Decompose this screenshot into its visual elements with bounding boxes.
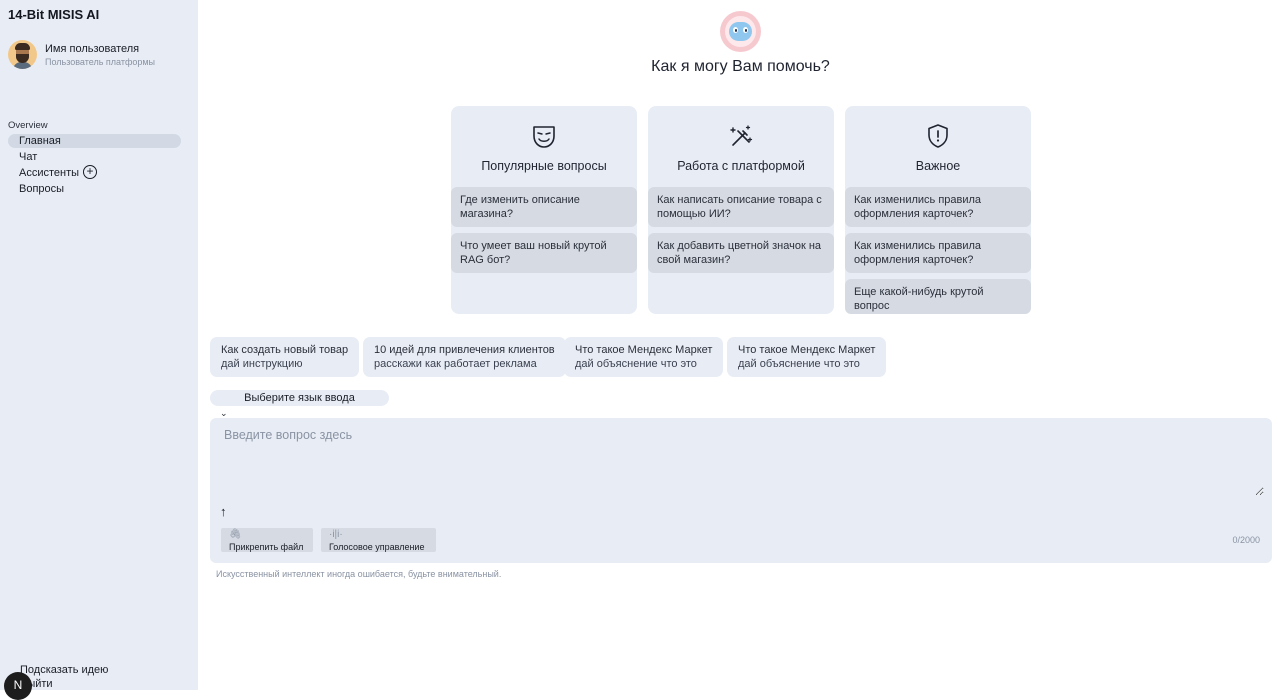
robot-avatar-icon [720,11,761,52]
card-title: Важное [915,159,961,173]
suggestion-title: Что такое Мендекс Маркет [575,344,713,356]
attach-file-label: Прикрепить файл [229,542,304,552]
sidebar-item-questions[interactable]: Вопросы [8,182,181,196]
card-title: Работа с платформой [677,159,805,173]
sidebar-item-label: Ассистенты [19,167,80,179]
paperclip-icon: 🖇 [229,529,242,540]
sidebar-item-label: Вопросы [19,183,65,195]
suggestion-chip[interactable]: Как создать новый товар дай инструкцию [210,337,360,377]
suggestion-chip[interactable]: Что такое Мендекс Маркет дай объяснение … [727,337,887,377]
disclaimer-text: Искусственный интеллект иногда ошибается… [216,569,502,579]
question-input[interactable] [216,422,1264,496]
composer: ↑ 🖇 Прикрепить файл ·і|і· Голосовое упра… [210,418,1272,563]
user-name: Имя пользователя [45,42,140,55]
suggest-idea-link[interactable]: Подсказать идею [20,664,109,676]
card-popular-questions: Популярные вопросы Где изменить описание… [451,106,637,314]
voice-control-button[interactable]: ·і|і· Голосовое управление [321,528,436,552]
question-item[interactable]: Что умеет ваш новый крутой RAG бот? [451,233,637,273]
language-select[interactable]: Выберите язык ввода [210,390,389,406]
avatar [8,40,37,69]
brand-title: 14-Bit MISIS AI [8,7,100,22]
card-platform-work: Работа с платформой Как написать описани… [648,106,834,314]
user-profile[interactable]: Имя пользователя Пользователь платформы [8,40,155,69]
sidebar-item-assistants[interactable]: Ассистенты+ [8,165,181,180]
char-counter: 0/2000 [1232,535,1260,545]
n-badge-icon[interactable]: N [4,672,32,700]
question-item[interactable]: Как изменились правила оформления карточ… [845,187,1031,227]
chevron-down-icon[interactable]: ⌄ [220,408,228,418]
suggestion-subtitle: дай объяснение что это [575,358,697,370]
question-item[interactable]: Как написать описание товара с помощью И… [648,187,834,227]
shield-alert-icon [928,124,948,148]
attach-file-button[interactable]: 🖇 Прикрепить файл [221,528,313,552]
waveform-icon: ·і|і· [329,529,343,540]
sidebar-item-label: Главная [19,135,61,147]
suggestion-title: Что такое Мендекс Маркет [738,344,876,356]
suggestion-subtitle: дай инструкцию [221,358,303,370]
suggestion-chip[interactable]: 10 идей для привлечения клиентов расскаж… [363,337,566,377]
suggestion-subtitle: расскажи как работает реклама [374,358,537,370]
sidebar-item-label: Чат [19,151,38,163]
suggestion-chip[interactable]: Что такое Мендекс Маркет дай объяснение … [564,337,724,377]
suggestion-title: Как создать новый товар [221,344,349,356]
question-item[interactable]: Как изменились правила оформления карточ… [845,233,1031,273]
sidebar-item-home[interactable]: Главная [8,134,181,148]
sidebar: 14-Bit MISIS AI Имя пользователя Пользов… [0,0,198,700]
magic-wand-icon [730,125,753,146]
user-role: Пользователь платформы [45,56,156,67]
add-assistant-icon[interactable]: + [83,165,98,180]
suggestion-subtitle: дай объяснение что это [738,358,860,370]
voice-control-label: Голосовое управление [329,542,425,552]
nav-section-title: Overview [8,120,48,131]
question-item[interactable]: Как добавить цветной значок на свой мага… [648,233,834,273]
question-item[interactable]: Где изменить описание магазина? [451,187,637,227]
card-important: Важное Как изменились правила оформления… [845,106,1031,314]
question-item[interactable]: Еще какой-нибудь крутой вопрос [845,279,1031,314]
suggestion-title: 10 идей для привлечения клиентов [374,344,555,356]
page-title: Как я могу Вам помочь? [651,58,830,75]
mask-icon [533,126,555,148]
send-arrow-icon[interactable]: ↑ [220,504,227,519]
sidebar-item-chat[interactable]: Чат [8,150,181,164]
card-title: Популярные вопросы [481,159,607,173]
